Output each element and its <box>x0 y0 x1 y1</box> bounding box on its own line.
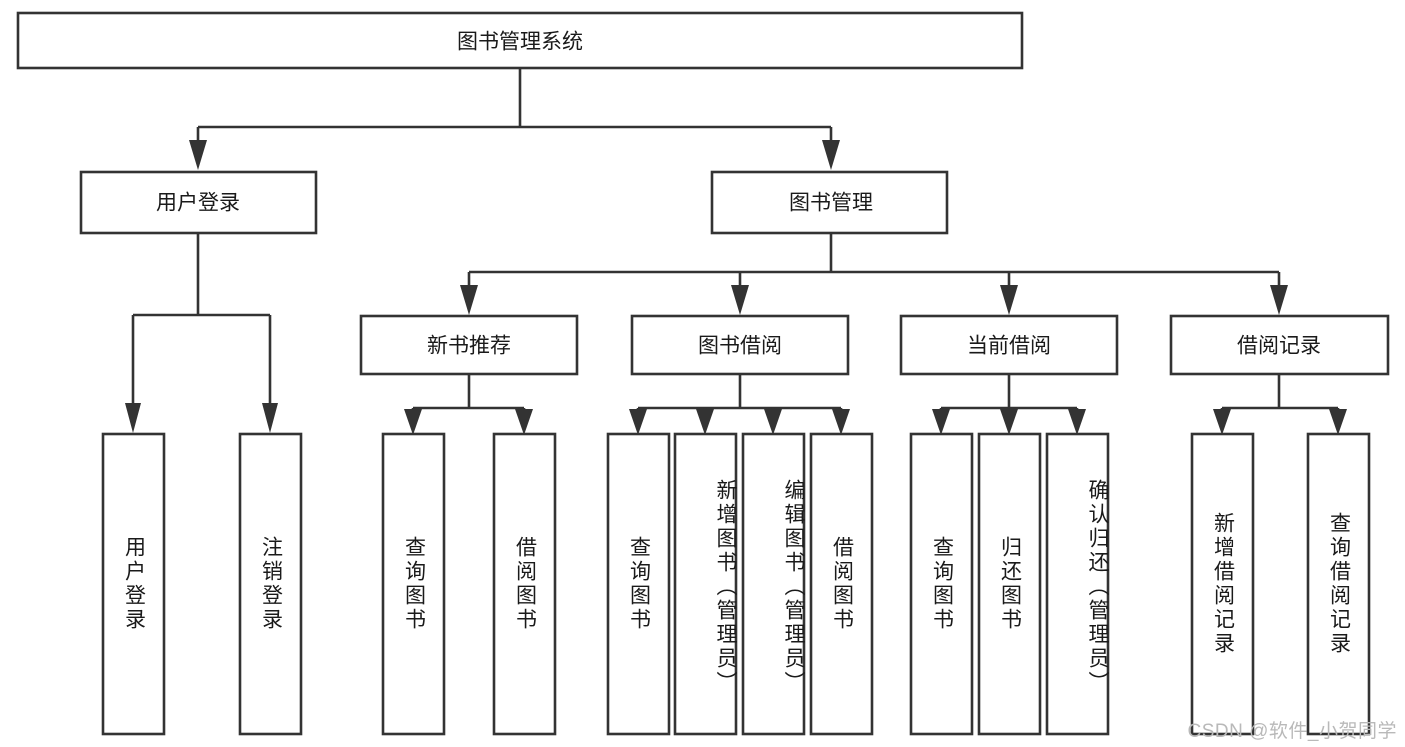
leaf-box-query-book-1[interactable] <box>381 432 446 736</box>
node-book-manage-box[interactable] <box>710 170 949 235</box>
edges-user-login-to-leaves <box>125 233 278 433</box>
leaf-box-edit-book[interactable] <box>741 432 806 736</box>
node-book-manage[interactable]: 图书管理 <box>710 170 949 235</box>
edges-book-borrow-to-leaves <box>629 374 850 435</box>
arrowhead-leaf-borrow-book-2 <box>832 409 850 435</box>
arrowhead-leaf-add-book <box>696 409 714 435</box>
node-new-book-rec-box[interactable] <box>359 314 579 376</box>
leaf-box-user-logout[interactable] <box>238 432 303 736</box>
node-book-borrow-label: 图书借阅 <box>698 335 782 358</box>
arrowhead-leaf-return-book <box>1000 409 1018 435</box>
arrowhead-book-borrow <box>731 285 749 315</box>
arrowhead-user-login <box>189 140 207 170</box>
node-current-borrow-box[interactable] <box>899 314 1119 376</box>
arrowhead-leaf-confirm-return <box>1068 409 1086 435</box>
edges-root-to-level2 <box>189 68 840 170</box>
node-new-book-rec-label: 新书推荐 <box>427 335 511 358</box>
edges-current-borrow-to-leaves <box>932 374 1086 435</box>
leaf-box-add-book[interactable] <box>673 432 738 736</box>
node-user-login[interactable]: 用户登录 <box>79 170 318 235</box>
node-book-manage-label: 图书管理 <box>789 192 873 215</box>
leaf-box-borrow-book-2[interactable] <box>809 432 874 736</box>
arrowhead-leaf-query-book-3 <box>932 409 950 435</box>
node-user-login-label: 用户登录 <box>156 192 240 215</box>
leaf-boxes <box>101 432 1371 736</box>
leaf-box-query-book-3[interactable] <box>909 432 974 736</box>
leaf-box-query-record[interactable] <box>1306 432 1371 736</box>
arrowhead-leaf-edit-book <box>764 409 782 435</box>
node-current-borrow[interactable]: 当前借阅 <box>899 314 1119 376</box>
arrowhead-leaf-query-book-2 <box>629 409 647 435</box>
node-root-label: 图书管理系统 <box>457 31 583 54</box>
arrowhead-leaf-query-book-1 <box>404 409 422 435</box>
arrowhead-leaf-add-record <box>1213 409 1231 435</box>
arrowhead-borrow-record <box>1270 285 1288 315</box>
node-borrow-record-label: 借阅记录 <box>1237 335 1321 358</box>
leaf-box-confirm-return[interactable] <box>1045 432 1110 736</box>
leaf-box-user-login[interactable] <box>101 432 166 736</box>
csdn-watermark: CSDN @软件_小贺同学 <box>1187 721 1397 742</box>
arrowhead-leaf-query-record <box>1329 409 1347 435</box>
node-new-book-rec[interactable]: 新书推荐 <box>359 314 579 376</box>
node-user-login-box[interactable] <box>79 170 318 235</box>
node-borrow-record[interactable]: 借阅记录 <box>1169 314 1390 376</box>
arrowhead-book-manage <box>822 140 840 170</box>
node-current-borrow-label: 当前借阅 <box>967 335 1051 358</box>
arrowhead-leaf-borrow-book-1 <box>515 409 533 435</box>
arrowhead-new-book-rec <box>460 285 478 315</box>
arrowhead-leaf-user-login <box>125 403 141 433</box>
node-root[interactable]: 图书管理系统 <box>16 11 1024 70</box>
leaf-box-query-book-2[interactable] <box>606 432 671 736</box>
edges-borrow-record-to-leaves <box>1213 374 1347 435</box>
arrowhead-current-borrow <box>1000 285 1018 315</box>
leaf-box-add-record[interactable] <box>1190 432 1255 736</box>
node-root-box[interactable] <box>16 11 1024 70</box>
leaf-box-return-book[interactable] <box>977 432 1042 736</box>
node-borrow-record-box[interactable] <box>1169 314 1390 376</box>
leaf-box-borrow-book-1[interactable] <box>492 432 557 736</box>
edges-new-book-rec-to-leaves <box>404 374 533 435</box>
node-book-borrow[interactable]: 图书借阅 <box>630 314 850 376</box>
edges-book-manage-to-level3 <box>460 233 1288 315</box>
node-book-borrow-box[interactable] <box>630 314 850 376</box>
arrowhead-leaf-user-logout <box>262 403 278 433</box>
